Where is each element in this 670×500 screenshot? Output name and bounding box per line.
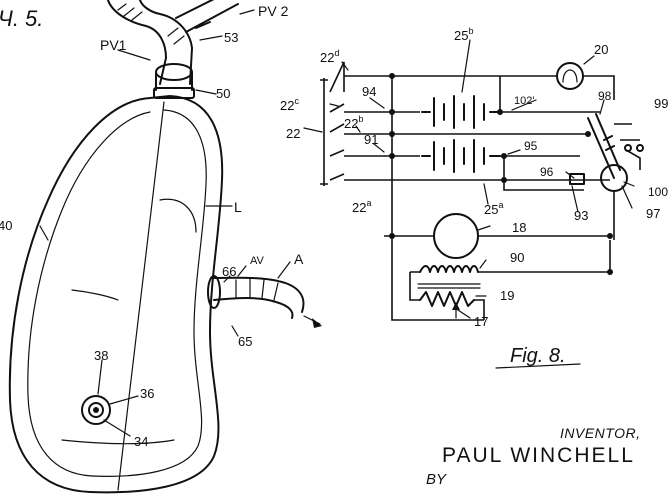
valve-core — [93, 407, 99, 413]
label-40: 40 — [0, 218, 12, 233]
contact-99b — [636, 144, 644, 152]
label-98: 98 — [598, 89, 612, 103]
tube-hatching — [117, 3, 185, 45]
collar-50 — [155, 63, 193, 81]
rheostat-arrow — [452, 302, 460, 310]
pv1-tube — [107, 0, 193, 85]
label-53: 53 — [224, 30, 238, 45]
label-22b: 22b — [344, 114, 363, 131]
label-50: 50 — [216, 86, 230, 101]
label-34: 34 — [134, 434, 148, 449]
contact-96 — [569, 173, 585, 185]
label-17: 17 — [474, 314, 488, 329]
lamp-20-wires — [500, 75, 615, 100]
label-22c: 22c — [280, 96, 299, 113]
lamp-20-filament — [562, 69, 578, 83]
label-66: 66 — [222, 264, 236, 279]
label-93: 93 — [574, 208, 588, 223]
label-a: A — [294, 251, 304, 267]
valve-outer — [81, 395, 111, 425]
circuit-leader-lines — [303, 39, 635, 319]
battery-25a — [421, 139, 501, 173]
junction-dots — [389, 73, 613, 275]
lower-loop — [391, 236, 611, 321]
inner-contour-2 — [71, 289, 119, 301]
label-l: L — [234, 199, 242, 215]
figure-caption-underline — [495, 363, 581, 369]
label-97: 97 — [646, 206, 660, 221]
label-pv1: PV1 — [100, 37, 127, 53]
inventor-name: PAUL WINCHELL — [442, 444, 635, 467]
corner-sheet-text: Ч. 5. — [0, 6, 43, 31]
label-19: 19 — [500, 288, 514, 303]
side-tube-coupling — [207, 275, 221, 309]
label-av: AV — [250, 255, 265, 267]
device-figure — [8, 0, 322, 494]
label-22a: 22a — [352, 198, 371, 215]
rheostat-19 — [419, 291, 475, 307]
figure-caption: Fig. 8. — [510, 345, 566, 367]
side-tube-hatching — [235, 278, 279, 301]
body-shell-outer — [8, 95, 224, 494]
core-lines — [417, 283, 481, 289]
bus-vertical-right — [499, 76, 584, 191]
motor-18 — [433, 213, 479, 259]
inventor-label: INVENTOR, — [560, 425, 640, 441]
body-shell-inner — [27, 109, 207, 477]
label-65: 65 — [238, 334, 252, 349]
label-22: 22 — [286, 126, 300, 141]
lamp-20 — [556, 62, 584, 90]
collar-50-base — [153, 87, 195, 99]
label-95: 95 — [524, 139, 538, 153]
battery-25b — [421, 95, 501, 129]
label-90: 90 — [510, 250, 524, 265]
label-pv2: PV 2 — [258, 3, 289, 19]
label-20: 20 — [594, 42, 608, 57]
airflow-arrowhead — [312, 318, 322, 328]
label-36: 36 — [140, 386, 154, 401]
label-25b: 25b — [454, 26, 473, 43]
leader-lines — [39, 9, 291, 437]
circuit-figure — [303, 39, 644, 321]
label-18: 18 — [512, 220, 526, 235]
relay-contacts — [613, 123, 641, 240]
pv2-tube — [175, 0, 239, 33]
by-label: BY — [426, 471, 447, 488]
label-99: 99 — [654, 96, 668, 111]
switch-contacts — [329, 61, 345, 181]
relay-arm — [587, 113, 621, 179]
label-38: 38 — [94, 348, 108, 363]
label-100: 100 — [648, 185, 668, 199]
coil-90 — [419, 265, 479, 273]
contact-99a — [624, 144, 632, 152]
inner-contour-1 — [159, 198, 197, 233]
label-91: 91 — [364, 132, 378, 147]
inner-contour-3 — [61, 439, 175, 445]
label-94: 94 — [362, 84, 376, 99]
side-tube-a — [211, 276, 305, 319]
center-line — [117, 101, 165, 491]
label-25a: 25a — [484, 200, 503, 217]
label-102: 102' — [514, 95, 534, 107]
switch-bracket — [320, 78, 328, 186]
valve-inner — [88, 402, 104, 418]
label-22d: 22d — [320, 48, 339, 65]
label-96: 96 — [540, 165, 554, 179]
